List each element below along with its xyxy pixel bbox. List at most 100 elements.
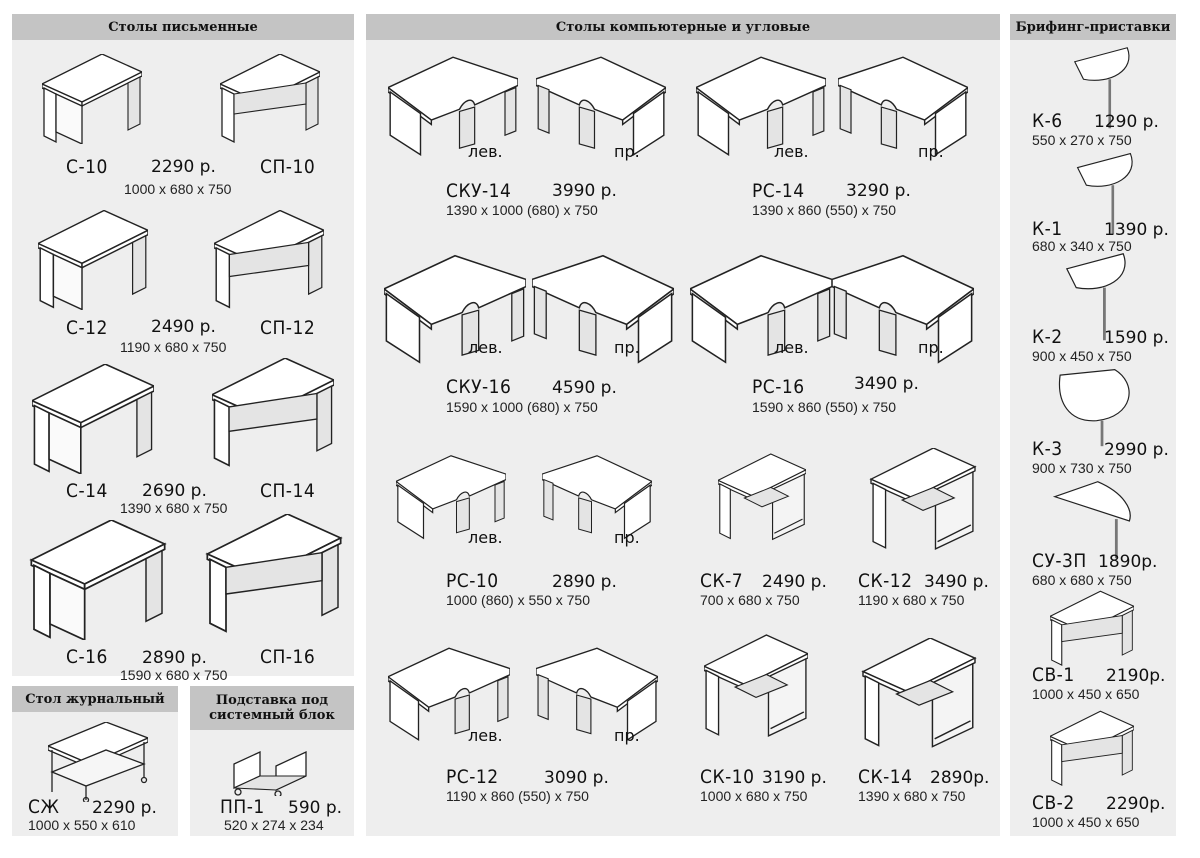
label-right: пр. [614, 528, 640, 547]
label-left: лев. [468, 528, 503, 547]
desk-sp10-image [220, 54, 320, 144]
item-code: К-6 [1032, 110, 1063, 132]
item-dims: 680 x 340 x 750 [1032, 238, 1132, 254]
desk-c14-image [32, 364, 154, 474]
item-dims: 1000 x 680 x 750 [124, 181, 232, 197]
item-price: 3190 р. [762, 768, 827, 788]
item-code: К-3 [1032, 438, 1063, 460]
panel-writing-desks: Столы письменные С-10 2290 р. СП-10 1000… [12, 14, 354, 683]
item-code: СКУ-16 [446, 376, 512, 398]
item-dims: 1000 x 550 x 610 [28, 817, 136, 833]
item-code: СЖ [28, 796, 60, 818]
item-dims: 1000 (860) x 550 x 750 [446, 592, 590, 608]
label-left: лев. [468, 142, 503, 161]
item-dims: 1190 x 860 (550) x 750 [446, 788, 589, 804]
item-code: РС-10 [446, 570, 499, 592]
item-code: СК-10 [700, 766, 755, 788]
item-code: С-16 [66, 646, 108, 668]
item-price: 2890р. [930, 768, 990, 788]
desk-sku14-right-image [536, 56, 666, 156]
item-code: РС-12 [446, 766, 499, 788]
label-right: пр. [918, 142, 944, 161]
item-price: 2190р. [1106, 666, 1166, 686]
section-title-writing: Столы письменные [12, 14, 354, 40]
item-code: К-1 [1032, 218, 1063, 240]
desk-sp14-image [212, 358, 334, 468]
item-price: 2290р. [1106, 794, 1166, 814]
item-price: 2890 р. [142, 648, 207, 668]
item-dims: 550 x 270 x 750 [1032, 132, 1132, 148]
label-right: пр. [614, 338, 640, 357]
item-dims: 1000 x 450 x 650 [1032, 686, 1140, 702]
desk-sk10-image [704, 632, 808, 742]
item-dims: 1190 x 680 x 750 [120, 339, 227, 355]
item-price: 2290 р. [151, 157, 216, 177]
desk-sk14-image [858, 638, 980, 750]
section-title-coffee: Стол журнальный [12, 686, 178, 712]
item-dims: 520 x 274 x 234 [224, 817, 324, 833]
item-price: 3090 р. [544, 768, 609, 788]
label-left: лев. [468, 338, 503, 357]
item-price: 3490 р. [854, 374, 919, 394]
label-right: пр. [614, 142, 640, 161]
desk-sk7-image [718, 450, 806, 546]
label-left: лев. [468, 726, 503, 745]
item-dims: 1590 x 680 x 750 [120, 667, 228, 683]
item-dims: 700 x 680 x 750 [700, 592, 800, 608]
desk-c16-image [28, 520, 168, 640]
panel-pc-stand: Подставка под системный блок ПП-1 590 р.… [190, 686, 354, 836]
panel-briefing: Брифинг-приставки К-6 1290 р. 550 x 270 … [1010, 14, 1176, 836]
item-price: 1290 р. [1094, 112, 1159, 132]
item-dims: 680 x 680 x 750 [1032, 572, 1132, 588]
item-price: 2690 р. [142, 481, 207, 501]
item-code: РС-16 [752, 376, 805, 398]
item-price: 3290 р. [846, 181, 911, 201]
desk-sku16-right-image [532, 254, 674, 364]
panel-coffee-table: Стол журнальный СЖ 2290 р. 1000 x 550 x … [12, 686, 178, 836]
item-code-alt: СП-16 [260, 646, 316, 668]
coffee-table-image [48, 722, 148, 802]
desk-rs14-right-image [838, 56, 968, 156]
item-code: К-2 [1032, 326, 1063, 348]
item-price: 2990 р. [1104, 440, 1169, 460]
item-code-alt: СП-12 [260, 317, 316, 339]
item-code: С-12 [66, 317, 108, 339]
item-code: СВ-2 [1032, 792, 1075, 814]
item-code: СК-12 [858, 570, 913, 592]
item-dims: 1590 x 860 (550) x 750 [752, 399, 896, 415]
item-dims: 1000 x 680 x 750 [700, 788, 808, 804]
desk-sp16-image [204, 514, 344, 634]
section-title-stand: Подставка под системный блок [190, 686, 354, 730]
item-code: С-10 [66, 156, 108, 178]
desk-sku16-left-image [384, 254, 526, 364]
item-code-alt: СП-14 [260, 480, 316, 502]
item-code: С-14 [66, 480, 108, 502]
item-code: СК-7 [700, 570, 744, 592]
briefing-k3-image [1050, 366, 1134, 448]
item-dims: 1390 x 1000 (680) x 750 [446, 202, 598, 218]
item-price: 590 р. [288, 798, 343, 818]
item-price: 2490 р. [151, 317, 216, 337]
item-dims: 1390 x 860 (550) x 750 [752, 202, 896, 218]
item-price: 4590 р. [552, 378, 617, 398]
desk-sp12-image [214, 210, 324, 310]
item-dims: 900 x 450 x 750 [1032, 348, 1132, 364]
desk-c10-image [42, 54, 142, 144]
item-code: СУ-3П [1032, 550, 1087, 572]
item-price: 3990 р. [552, 181, 617, 201]
desk-c12-image [38, 210, 148, 310]
panel-computer-desks: Столы компьютерные и угловые лев. пр. ле… [366, 14, 1000, 836]
label-right: пр. [918, 338, 944, 357]
item-dims: 1390 x 680 x 750 [120, 500, 228, 516]
item-price: 2290 р. [92, 798, 157, 818]
item-price: 1390 р. [1104, 220, 1169, 240]
item-code: СКУ-14 [446, 180, 512, 202]
item-price: 1590 р. [1104, 328, 1169, 348]
item-dims: 900 x 730 x 750 [1032, 460, 1132, 476]
briefing-sv2-image [1050, 710, 1134, 788]
item-code-alt: СП-10 [260, 156, 316, 178]
section-title-computer: Столы компьютерные и угловые [366, 14, 1000, 40]
item-price: 2490 р. [762, 572, 827, 592]
item-code: СВ-1 [1032, 664, 1075, 686]
item-dims: 1000 x 450 x 650 [1032, 814, 1140, 830]
